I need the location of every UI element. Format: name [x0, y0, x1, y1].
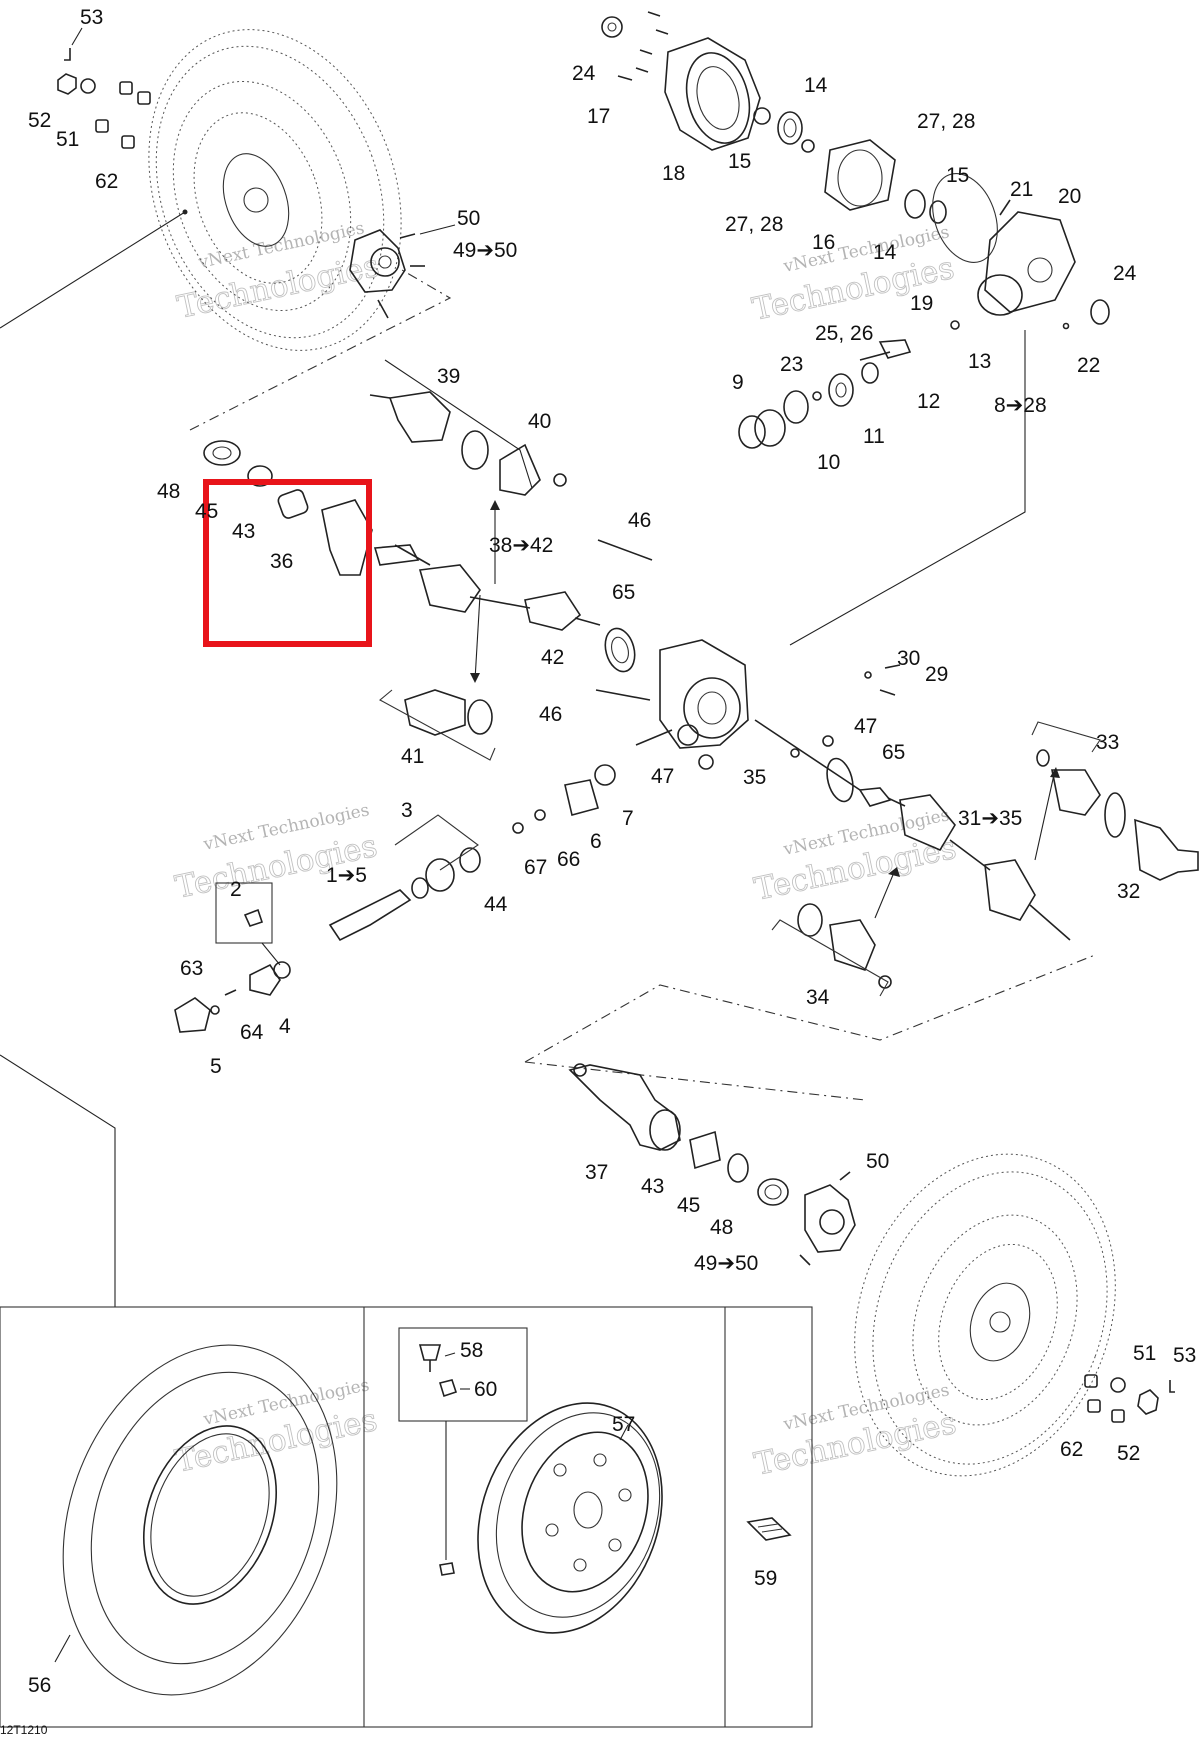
callout-label: 14 — [873, 241, 897, 264]
callout-label: 11 — [863, 425, 885, 448]
callout-label: 21 — [1010, 178, 1033, 201]
callout-label: 35 — [743, 766, 766, 789]
callout-label: 46 — [539, 703, 562, 726]
highlight-box — [203, 479, 372, 647]
callout-label: 34 — [806, 986, 830, 1009]
boot-kit-right — [771, 721, 1199, 997]
wheel-top-left — [0, 29, 402, 351]
callout-label: 20 — [1058, 185, 1081, 208]
callout-label: 56 — [28, 1674, 51, 1697]
callout-label: 27, 28 — [725, 213, 783, 236]
callout-label: 33 — [1096, 731, 1119, 754]
callout-label: 31➔35 — [958, 807, 1022, 830]
callout-label: 42 — [541, 646, 564, 669]
callout-label: 52 — [1117, 1442, 1140, 1465]
callout-label: 12 — [917, 390, 940, 413]
callout-label: 14 — [804, 74, 828, 97]
callout-label: 23 — [780, 353, 803, 376]
callout-label: 45 — [195, 500, 218, 523]
callout-label: 57 — [612, 1413, 635, 1436]
callout-label: 15 — [946, 164, 969, 187]
callout-label: 49➔50 — [453, 239, 517, 262]
callout-label: 2 — [230, 878, 242, 901]
callout-label: 60 — [474, 1378, 497, 1401]
panel-frame — [0, 1054, 813, 1728]
callout-label: 17 — [587, 105, 610, 128]
callout-label: 48 — [157, 480, 180, 503]
callout-label: 6 — [590, 830, 602, 853]
callout-label: 66 — [557, 848, 580, 871]
hub-top-left — [189, 224, 456, 431]
callout-label: 53 — [80, 6, 103, 29]
callout-label: 30 — [897, 647, 920, 670]
axle-shaft-front-left — [203, 359, 601, 761]
callout-label: 18 — [662, 162, 685, 185]
callout-label: 65 — [882, 741, 905, 764]
callout-label: 43 — [232, 520, 255, 543]
decal-59 — [746, 1517, 792, 1541]
callout-label: 36 — [270, 550, 293, 573]
tire-56 — [54, 1344, 338, 1696]
callout-labels: 53 52 51 62 50 49➔50 24 17 18 14 15 27, … — [0, 6, 1196, 1737]
callout-label: 64 — [240, 1021, 264, 1044]
rim-57 — [439, 1402, 663, 1634]
propeller-shaft — [174, 814, 481, 1033]
callout-label: 40 — [528, 410, 551, 433]
callout-label: 9 — [732, 371, 744, 394]
lug-nuts-top-left — [57, 27, 151, 149]
callout-label: 50 — [866, 1150, 889, 1173]
callout-label: 15 — [728, 150, 751, 173]
callout-label: 5 — [210, 1055, 222, 1078]
callout-label: 47 — [854, 715, 877, 738]
callout-label: 51 — [1133, 1342, 1156, 1365]
callout-label: 52 — [28, 109, 51, 132]
callout-label: 47 — [651, 765, 674, 788]
callout-label: 7 — [622, 807, 634, 830]
callout-label: 62 — [1060, 1438, 1083, 1461]
callout-label: 46 — [628, 509, 651, 532]
callout-label: 49➔50 — [694, 1252, 758, 1275]
callout-label: 3 — [401, 799, 413, 822]
callout-label: 38➔42 — [489, 534, 553, 557]
valve-stem — [418, 1344, 470, 1398]
callout-label: 65 — [612, 581, 635, 604]
callout-label: 43 — [641, 1175, 664, 1198]
callout-label: 27, 28 — [917, 110, 975, 133]
callout-label: 24 — [1113, 262, 1137, 285]
callout-label: 59 — [754, 1567, 777, 1590]
front-differential-exploded — [601, 11, 1110, 646]
steering-knuckle-lower — [524, 954, 1096, 1266]
callout-label: 24 — [572, 62, 596, 85]
callout-label: 41 — [401, 745, 424, 768]
callout-label: 39 — [437, 365, 460, 388]
callout-label: 16 — [812, 231, 835, 254]
callout-label: 22 — [1077, 354, 1100, 377]
callout-label: 10 — [817, 451, 840, 474]
callout-label: 51 — [56, 128, 79, 151]
callout-label: 48 — [710, 1216, 733, 1239]
callout-label: 50 — [457, 207, 480, 230]
callout-label: 63 — [180, 957, 203, 980]
callout-label: 19 — [910, 292, 933, 315]
wheel-lower-right — [854, 1153, 1175, 1477]
callout-label: 8➔28 — [994, 394, 1047, 417]
callout-label: 32 — [1117, 880, 1140, 903]
callout-label: 25, 26 — [815, 322, 873, 345]
callout-label: 44 — [484, 893, 508, 916]
callout-label: 45 — [677, 1194, 700, 1217]
callout-label: 1➔5 — [326, 864, 367, 887]
callout-label: 13 — [968, 350, 991, 373]
callout-label: 29 — [925, 663, 948, 686]
callout-label: 67 — [524, 856, 547, 879]
callout-label: 53 — [1173, 1344, 1196, 1367]
callout-label: 58 — [460, 1339, 483, 1362]
center-differential-housing — [512, 539, 1071, 941]
callout-label: 4 — [279, 1015, 291, 1038]
callout-label: 37 — [585, 1161, 608, 1184]
callout-label: 62 — [95, 170, 118, 193]
drawing-code: 12T1210 — [0, 1723, 48, 1737]
